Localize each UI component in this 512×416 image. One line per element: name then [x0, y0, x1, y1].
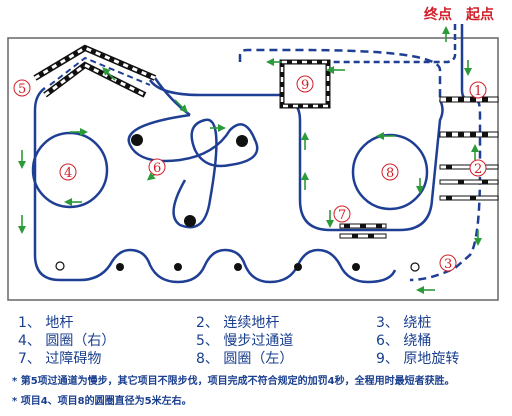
- legend-item: 5、 慢步过通道: [196, 333, 294, 349]
- arena-border: [7, 37, 499, 301]
- station-4-number: 4: [64, 166, 72, 181]
- station-7-number: 7: [338, 208, 346, 223]
- station-5-channel: [33, 44, 157, 98]
- station-5-number: 5: [18, 82, 26, 97]
- station-3-number: 3: [444, 257, 452, 272]
- barrel-right: [236, 135, 248, 147]
- station-2-poles: [439, 164, 499, 201]
- legend-item: 6、 绕桶: [376, 333, 432, 349]
- legend-item: 4、 圆圈（右）: [18, 333, 116, 349]
- station-1-poles: [439, 96, 499, 138]
- station-7-obstacle: [339, 223, 387, 239]
- legend-item: 9、 原地旋转: [376, 351, 460, 367]
- legend-item: 2、 连续地杆: [196, 315, 280, 331]
- notes: * 第5项过通道为慢步，其它项目不限步伐，项目完成不符合规定的加罚4秒，全程用时…: [12, 372, 508, 412]
- end-label: 终点: [424, 6, 452, 23]
- legend-item: 8、 圆圈（左）: [196, 351, 294, 367]
- direction-arrows: [18, 26, 482, 294]
- start-label: 起点: [465, 6, 494, 23]
- barrel-bottom: [184, 215, 196, 227]
- station-8-number: 8: [386, 166, 394, 181]
- note-circle-size: * 项目4、项目8的圆圈直径为5米左右。: [12, 396, 192, 407]
- main-track: [33, 48, 482, 282]
- station-3-stakes: [55, 261, 420, 272]
- barrel-left: [131, 134, 143, 146]
- station-8-circle: [351, 133, 429, 211]
- station-6-number: 6: [153, 161, 161, 176]
- course-diagram: 终点 起点: [7, 6, 499, 301]
- station-6-barrels: [127, 113, 259, 229]
- legend-item: 1、 地杆: [18, 315, 74, 331]
- station-9-square: [279, 59, 331, 109]
- slalom-path: [33, 248, 397, 284]
- station-1-number: 1: [474, 84, 482, 99]
- note-rules: * 第5项过通道为慢步，其它项目不限步伐，项目完成不符合规定的加罚4秒，全程用时…: [12, 376, 455, 387]
- station-numbers: 1 2 3 4 5 6 7 8 9: [13, 75, 487, 272]
- station-4-circle: [31, 131, 109, 209]
- station-9-number: 9: [301, 78, 309, 93]
- legend-item: 7、 过障碍物: [18, 351, 102, 367]
- station-2-number: 2: [474, 162, 482, 177]
- legend-item: 3、 绕桩: [376, 315, 432, 331]
